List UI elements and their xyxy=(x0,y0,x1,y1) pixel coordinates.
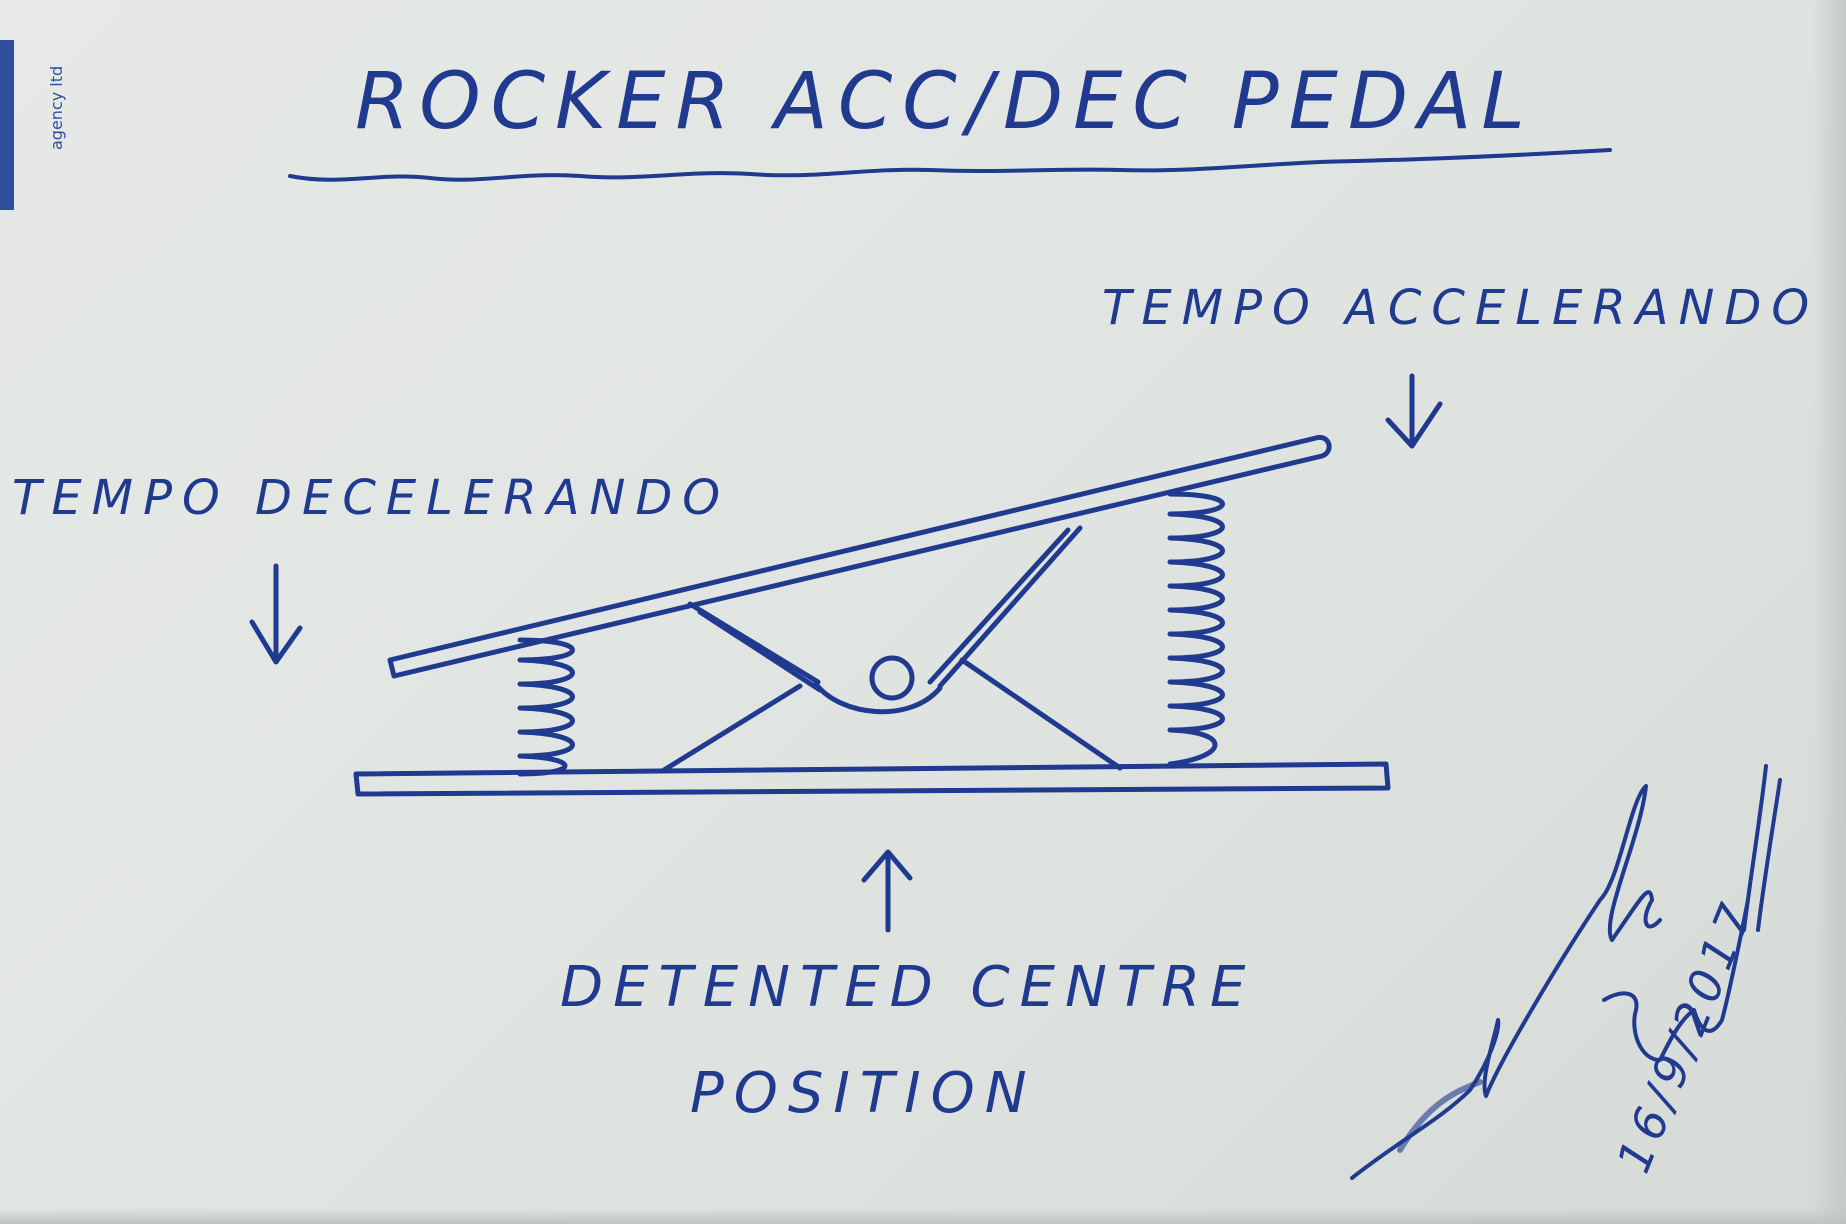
spring-left xyxy=(517,637,575,777)
paper-edge xyxy=(1812,0,1846,1224)
label-tempo-accelerando: TEMPO ACCELERANDO xyxy=(1102,280,1819,336)
label-tempo-decelerando: TEMPO DECELERANDO xyxy=(12,470,730,526)
arrow-up-centre xyxy=(861,849,913,933)
pedal-base-plate xyxy=(353,761,1391,797)
label-position: POSITION xyxy=(690,1061,1037,1126)
signature-date: 16/9/2017 xyxy=(1606,891,1765,1180)
letterhead-fragment: agency ltd xyxy=(0,40,66,210)
logo-text: agency ltd xyxy=(47,66,66,150)
logo-bar xyxy=(0,40,14,210)
paper-edge-bottom xyxy=(0,1208,1846,1224)
pivot-joint xyxy=(869,655,915,701)
spring-right xyxy=(1167,491,1225,767)
label-detented-centre: DETENTED CENTRE xyxy=(560,955,1255,1020)
diagram-title: ROCKER ACC/DEC PEDAL xyxy=(355,57,1535,147)
scissor-linkage xyxy=(661,525,1123,773)
arrow-down-left xyxy=(249,563,303,665)
pedal-rocker-plate xyxy=(387,434,1332,679)
arrow-down-right xyxy=(1385,373,1443,449)
author-signature xyxy=(1350,764,1782,1180)
title-underline xyxy=(288,148,1612,182)
